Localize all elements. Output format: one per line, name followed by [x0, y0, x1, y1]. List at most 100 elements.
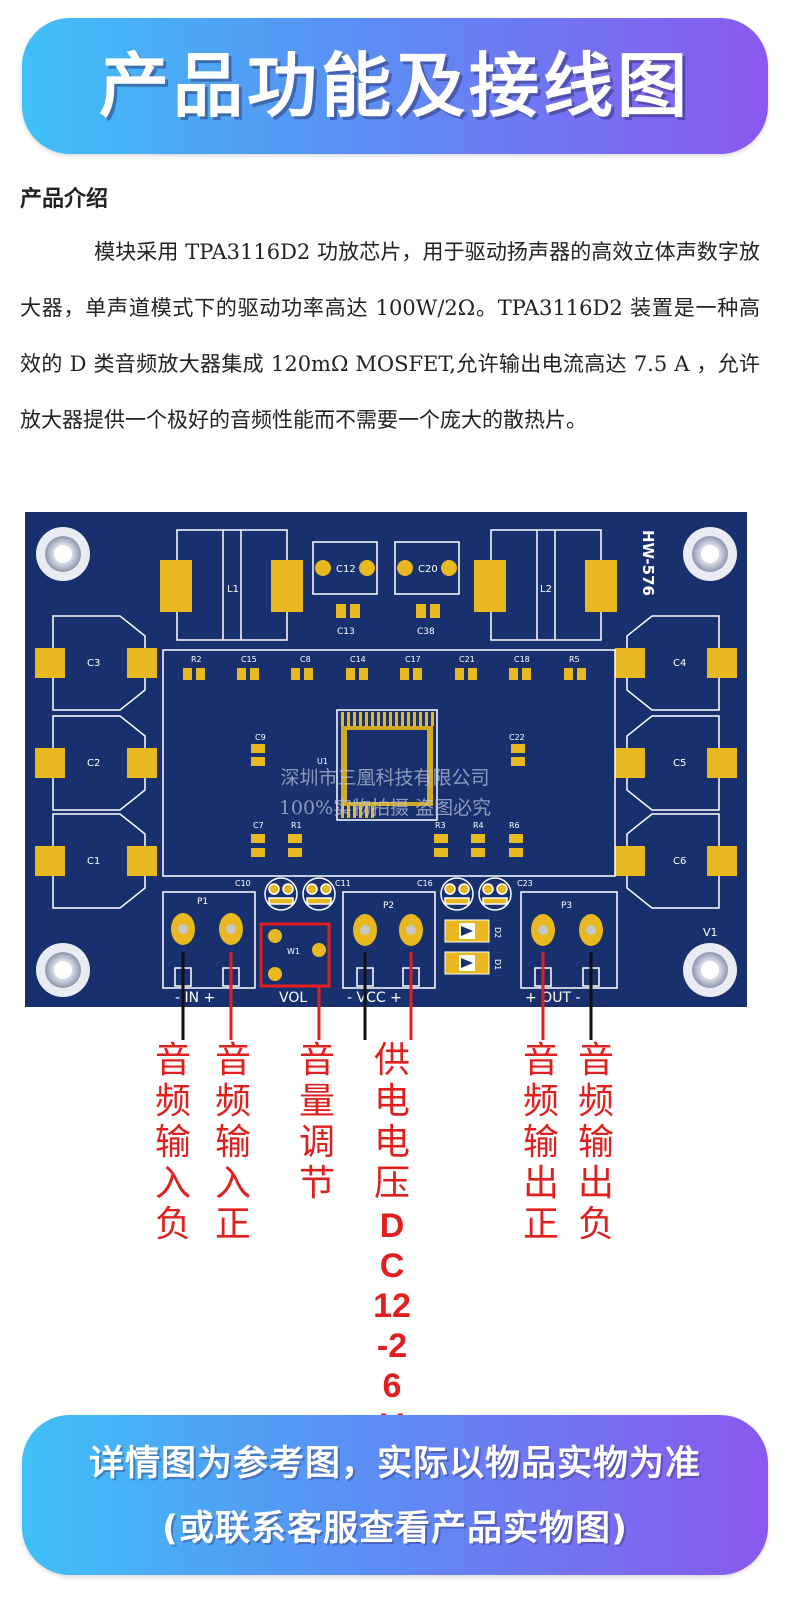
label-audio-out-pos: 音频输出正 [522, 1040, 559, 1245]
cap-c1-pad-b [127, 846, 157, 876]
svg-text:R4: R4 [473, 821, 484, 830]
watermark-line1: 深圳市三凰科技有限公司 [280, 767, 489, 789]
cap-c6 [626, 813, 720, 909]
cap-c12-outline [312, 541, 378, 595]
svg-text:R3: R3 [435, 821, 446, 830]
diode-d2 [444, 919, 490, 943]
svg-text:R6: R6 [509, 821, 520, 830]
svg-text:R5: R5 [569, 655, 580, 664]
label-c1: C1 [87, 856, 100, 867]
label-c22: C22 [509, 733, 525, 742]
mounting-hole-tr [683, 527, 737, 581]
chip-area-outline [162, 649, 616, 877]
connector-p2-outline [342, 891, 436, 989]
svg-text:C11: C11 [335, 879, 351, 888]
bottom-right-parts: R3 R4 R6 [435, 821, 520, 830]
cap-c2-pad-a [35, 748, 65, 778]
label-vol: VOL [279, 990, 307, 1006]
cap-c9-pad-b [251, 757, 265, 766]
label-c6: C6 [673, 856, 686, 867]
diode-d1 [444, 951, 490, 975]
label-volume: 音量调节 [298, 1040, 335, 1204]
cap-c10 [264, 877, 298, 911]
label-c38: C38 [417, 627, 435, 637]
section-title: 产品介绍 [20, 186, 109, 212]
cap-c6-pad-b [707, 846, 737, 876]
cap-c4-pad-b [707, 648, 737, 678]
label-l2: L2 [540, 584, 552, 595]
pot-w1-pin-c [268, 967, 282, 981]
cap-c20-pad-b [441, 560, 457, 576]
label-u1: U1 [317, 757, 328, 766]
label-c13: C13 [337, 627, 355, 637]
label-supply-text: 供电电压 [373, 1040, 410, 1204]
connector-p3-outline [520, 891, 618, 989]
bottom-right-pads [434, 834, 523, 857]
svg-text:C14: C14 [350, 655, 366, 664]
cap-c3-pad-a [35, 648, 65, 678]
cap-c9-pad-a [251, 744, 265, 753]
label-c12: C12 [336, 564, 356, 575]
label-audio-out-neg: 音频输出负 [577, 1040, 614, 1245]
cap-c20-outline [394, 541, 460, 595]
cap-c4-pad-a [615, 648, 645, 678]
cap-c23 [478, 877, 512, 911]
svg-text:C15: C15 [241, 655, 257, 664]
cap-c12-pad-a [315, 560, 331, 576]
wire-extensions [181, 1007, 593, 1040]
label-c4: C4 [673, 658, 686, 669]
inductor-l2-pad-b [585, 560, 617, 612]
chip-u1: U1 [317, 709, 438, 821]
svg-text:C17: C17 [405, 655, 421, 664]
svg-text:C10: C10 [235, 879, 251, 888]
pcb-diagram: L1 L2 HW-576 C12 C20 C13 C38 C3 C2 C1 C4… [25, 512, 747, 1007]
cap-c5 [626, 715, 720, 811]
label-p2: P2 [383, 901, 394, 911]
label-in: - IN + [175, 990, 215, 1006]
footer-line2: (或联系客服查看产品实物图) [162, 1509, 628, 1549]
label-v1: V1 [703, 926, 718, 939]
cap-c5-pad-a [615, 748, 645, 778]
cap-c6-pad-a [615, 846, 645, 876]
mounting-hole-br [683, 943, 737, 997]
cap-c38-pad-b [430, 604, 440, 618]
cap-c1-pad-a [35, 846, 65, 876]
inductor-l1-pad-b [271, 560, 303, 612]
label-d1: D1 [493, 959, 502, 970]
bottom-left-pads [251, 834, 302, 857]
cap-c16 [440, 877, 474, 911]
top-row-pads [183, 668, 586, 680]
svg-text:R2: R2 [191, 655, 202, 664]
connector-p1-outline [162, 891, 256, 989]
label-p3: P3 [561, 901, 572, 911]
cap-c2-pad-b [127, 748, 157, 778]
cap-c38-pad-a [416, 604, 426, 618]
label-audio-in-pos: 音频输入正 [214, 1040, 251, 1245]
label-c20: C20 [418, 564, 438, 575]
cap-c22-pad-a [511, 744, 525, 753]
cap-c20-pad-a [397, 560, 413, 576]
cap-c1 [52, 813, 146, 909]
label-supply-voltage: DC12-26V [373, 1207, 411, 1445]
label-c9: C9 [255, 733, 266, 742]
cap-c3-pad-b [127, 648, 157, 678]
svg-text:R1: R1 [291, 821, 302, 830]
label-p1: P1 [197, 897, 208, 907]
label-w1: W1 [287, 947, 300, 956]
inductor-l1-pad-a [160, 560, 192, 612]
svg-text:C18: C18 [514, 655, 530, 664]
label-audio-in-neg: 音频输入负 [154, 1040, 191, 1245]
svg-text:C23: C23 [517, 879, 533, 888]
cap-c4 [626, 615, 720, 711]
top-row-parts: R2 C15 C8 C14 C17 C21 C18 R5 [191, 655, 580, 664]
intro-text: 模块采用 TPA3116D2 功放芯片，用于驱动扬声器的高效立体声数字放大器，单… [20, 240, 760, 432]
label-l1: L1 [227, 584, 239, 595]
pot-w1-pin-b [312, 943, 326, 957]
watermark-line2: 100%实物拍摄 盗图必究 [279, 797, 491, 819]
pot-w1-pin-a [268, 929, 282, 943]
label-c2: C2 [87, 758, 100, 769]
label-out: + OUT - [525, 990, 581, 1006]
cap-c3 [52, 615, 146, 711]
